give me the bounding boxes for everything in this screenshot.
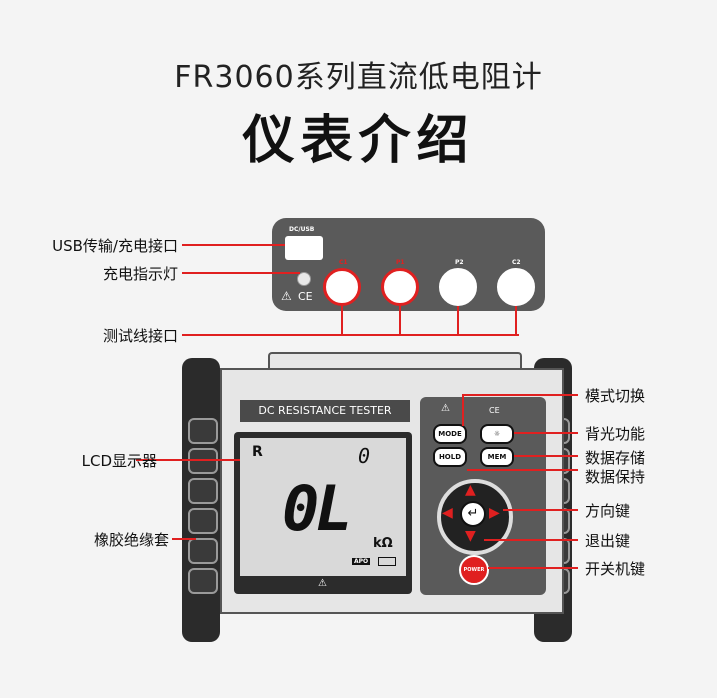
lcd-screen: [240, 438, 406, 576]
usb-port[interactable]: [285, 236, 323, 260]
callout-line-lcd: [136, 459, 240, 461]
enter-exit-button[interactable]: ↵: [460, 501, 486, 527]
ce-mark: CE: [489, 406, 500, 415]
callout-line-backlight: [514, 432, 578, 434]
callout-line-usb: [182, 244, 285, 246]
boot-rib: [188, 508, 218, 534]
jack-label-c2: C2: [512, 259, 521, 266]
page-title: FR3060系列直流低电阻计: [174, 60, 543, 95]
jack-label-p2: P2: [455, 259, 464, 266]
charge-led: [297, 272, 311, 286]
boot-rib: [188, 568, 218, 594]
boot-rib: [188, 478, 218, 504]
lcd-reading: 0L: [282, 472, 353, 545]
callout-rubber: 橡胶绝缘套: [93, 531, 169, 549]
callout-line-c1: [341, 306, 343, 335]
usb-port-label: DC/USB: [289, 226, 315, 233]
warning-icon: ⚠: [318, 578, 327, 589]
jack-label-c1: C1: [339, 259, 348, 266]
callout-hold: 数据保持: [585, 468, 646, 486]
ce-mark: CE: [298, 290, 313, 303]
power-button[interactable]: POWER: [459, 555, 489, 585]
callout-power: 开关机键: [585, 560, 646, 578]
jack-p2[interactable]: [439, 268, 477, 306]
callout-line-c2: [515, 306, 517, 335]
callout-line-store: [514, 455, 578, 457]
callout-arrows: 方向键: [585, 502, 631, 520]
callout-store: 数据存储: [585, 449, 646, 467]
warning-icon: ⚠: [281, 289, 292, 303]
callout-line-arrows: [503, 509, 578, 511]
page-heading: 仪表介绍: [242, 111, 475, 171]
arrow-right-icon[interactable]: ▶: [489, 505, 500, 521]
boot-rib: [188, 538, 218, 564]
arrow-left-icon[interactable]: ◀: [442, 505, 453, 521]
device-name: DC RESISTANCE TESTER: [240, 400, 410, 422]
backlight-button[interactable]: ☼: [480, 424, 514, 444]
jack-label-p1: P1: [396, 259, 405, 266]
callout-line-power: [488, 567, 578, 569]
callout-line-mode: [462, 394, 464, 426]
callout-exit: 退出键: [585, 532, 631, 550]
callout-line-hold: [467, 469, 578, 471]
jack-p1[interactable]: [381, 268, 419, 306]
battery-icon: [378, 557, 396, 566]
callout-line-rubber: [172, 538, 196, 540]
jack-c2[interactable]: [497, 268, 535, 306]
jack-c1[interactable]: [323, 268, 361, 306]
arrow-up-icon[interactable]: ▲: [465, 482, 476, 498]
boot-rib: [188, 448, 218, 474]
callout-line-p1: [399, 306, 401, 335]
callout-jacks: 测试线接口: [102, 327, 178, 345]
callout-line-jacks: [182, 334, 519, 336]
callout-mode: 模式切换: [585, 387, 646, 405]
callout-line-exit: [484, 539, 578, 541]
callout-led: 充电指示灯: [102, 265, 178, 283]
lcd-unit: kΩ: [373, 536, 393, 551]
lcd-apo: APO: [352, 558, 371, 565]
callout-line-led: [182, 272, 300, 274]
mem-button[interactable]: MEM: [480, 447, 514, 467]
warning-icon: ⚠: [441, 403, 450, 414]
boot-rib: [188, 418, 218, 444]
callout-lcd: LCD显示器: [81, 452, 157, 470]
callout-usb: USB传输/充电接口: [52, 237, 178, 255]
hold-button[interactable]: HOLD: [433, 447, 467, 467]
arrow-down-icon[interactable]: ▼: [465, 528, 476, 544]
callout-backlight: 背光功能: [585, 425, 646, 443]
mode-button[interactable]: MODE: [433, 424, 467, 444]
lcd-memory: 0: [358, 444, 371, 468]
callout-line-p2: [457, 306, 459, 335]
callout-line-mode: [462, 394, 578, 396]
lcd-mode: R: [252, 444, 263, 460]
